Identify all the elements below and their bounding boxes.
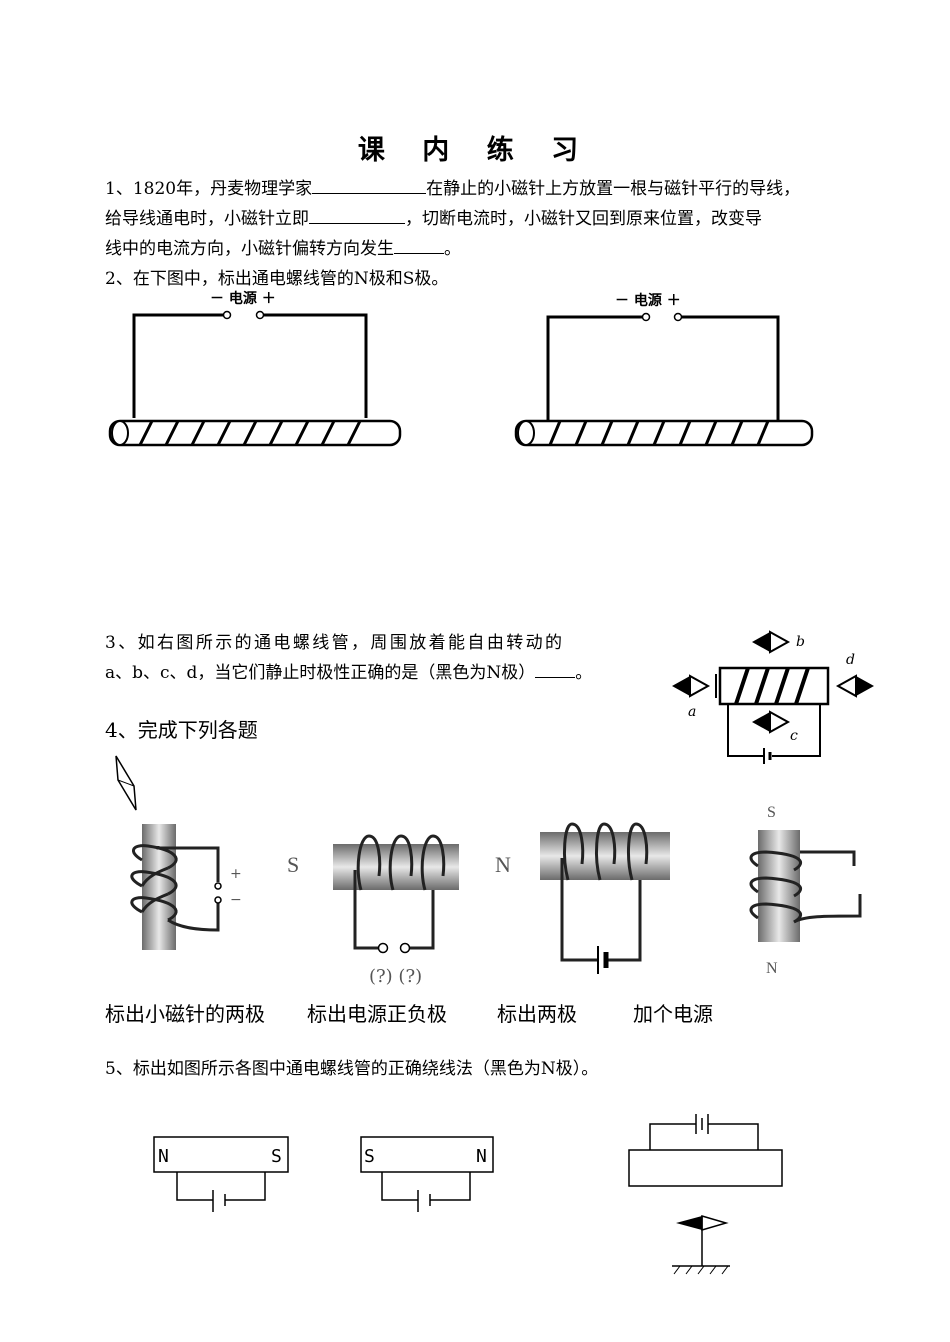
pole-right: S bbox=[271, 1146, 282, 1167]
blank-reaction[interactable] bbox=[309, 205, 405, 224]
label-a: a bbox=[688, 704, 696, 720]
q3-solenoid-compass-figure: b a d c bbox=[672, 630, 874, 764]
question-1: 1、1820年，丹麦物理学家在静止的小磁针上方放置一根与磁针平行的导线， 给导线… bbox=[105, 174, 865, 264]
q4-figure-3-horizontal-solenoid bbox=[540, 822, 670, 974]
q1-line-1: 1、1820年，丹麦物理学家在静止的小磁针上方放置一根与磁针平行的导线， bbox=[105, 174, 865, 204]
unknown-polarity-labels: (?) (?) bbox=[369, 966, 422, 987]
compass-needle-c bbox=[752, 712, 770, 732]
q4-caption-2: 标出电源正负极 bbox=[307, 1002, 447, 1026]
compass-needle-a bbox=[672, 676, 690, 696]
q1-line-2: 给导线通电时，小磁针立即，切断电流时，小磁针又回到原来位置，改变导 bbox=[105, 204, 865, 234]
blank-direction[interactable] bbox=[394, 235, 444, 254]
q2-solenoid-figure-left: － 电源 ＋ bbox=[108, 290, 402, 447]
q3-line-2: a、b、c、d，当它们静止时极性正确的是（黑色为N极）。 bbox=[105, 658, 645, 688]
q2-solenoid-figure-right: － 电源 ＋ bbox=[514, 292, 814, 447]
battery-label: － 电源 ＋ bbox=[210, 290, 276, 307]
q4-caption-4: 加个电源 bbox=[633, 1002, 713, 1026]
pole-left: S bbox=[364, 1146, 375, 1167]
q4-caption-3: 标出两极 bbox=[497, 1002, 577, 1026]
q5-figure-2-solenoid-box: S N bbox=[360, 1136, 494, 1212]
compass-needle-d bbox=[835, 674, 857, 698]
question-2: 2、在下图中，标出通电螺线管的N极和S极。 bbox=[105, 269, 449, 289]
q4-figure-1-vertical-solenoid: + − bbox=[115, 755, 242, 950]
q1-line-3: 线中的电流方向，小磁针偏转方向发生。 bbox=[105, 234, 865, 264]
q3-line-1: 3、如右图所示的通电螺线管，周围放着能自由转动的 bbox=[105, 633, 565, 653]
blank-scientist[interactable] bbox=[312, 175, 427, 194]
label-d: d bbox=[846, 652, 855, 668]
question-5: 5、标出如图所示各图中通电螺线管的正确绕线法（黑色为N极）。 bbox=[105, 1059, 599, 1079]
compass-needle-b bbox=[752, 632, 770, 652]
label-b: b bbox=[796, 634, 805, 650]
pole-label-N-bottom: N bbox=[766, 960, 778, 977]
pole-label-N: N bbox=[495, 852, 511, 877]
q4-caption-1: 标出小磁针的两极 bbox=[105, 1002, 265, 1026]
compass-needle bbox=[676, 1216, 702, 1230]
page-title: 课 内 练 习 bbox=[357, 135, 593, 166]
pole-right: N bbox=[476, 1146, 487, 1167]
plus-label: + bbox=[230, 866, 242, 882]
label-c: c bbox=[790, 728, 798, 744]
blank-q3-answer[interactable] bbox=[535, 659, 576, 678]
q5-figure-1-solenoid-box: N S bbox=[153, 1136, 289, 1212]
q5-figure-3-solenoid-compass bbox=[628, 1114, 783, 1275]
q4-figure-4-vertical-solenoid bbox=[749, 830, 862, 942]
minus-label: − bbox=[230, 892, 242, 908]
pole-label-S: S bbox=[287, 852, 300, 877]
question-3: 3、如右图所示的通电螺线管，周围放着能自由转动的 a、b、c、d，当它们静止时极… bbox=[105, 628, 645, 688]
q4-figure-2-horizontal-solenoid: (?) (?) bbox=[333, 834, 459, 987]
pole-left: N bbox=[158, 1146, 169, 1167]
pole-label-S-top: S bbox=[767, 804, 776, 821]
question-4-heading: 4、完成下列各题 bbox=[105, 718, 258, 742]
battery-label: － 电源 ＋ bbox=[615, 292, 681, 309]
